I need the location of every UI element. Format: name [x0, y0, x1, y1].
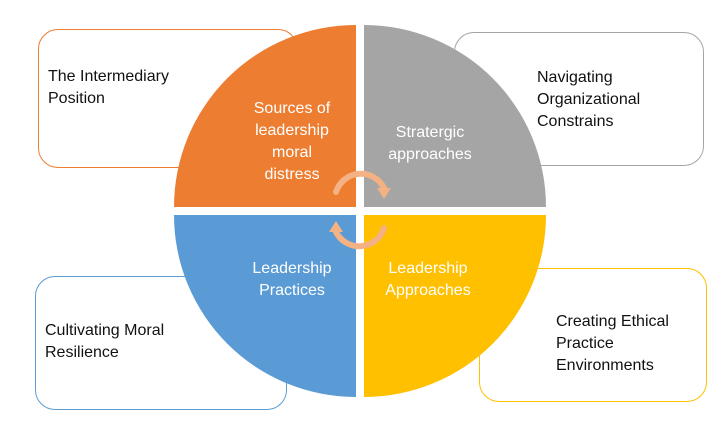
label-line: Practice [556, 335, 614, 352]
corner-box-label-creating-ethical-environments: Creating Ethical Practice Environments [556, 311, 669, 377]
quadrant-strategic-approaches [364, 25, 546, 207]
label-line: Organizational [537, 91, 641, 108]
corner-box-label-navigating-constraints: Navigating Organizational Constrains [537, 67, 640, 133]
quadrant-leadership-approaches [364, 215, 546, 397]
label-line: Creating Ethical [556, 313, 669, 330]
label-line: Position [48, 90, 105, 107]
quadrant-leadership-practices [174, 215, 356, 397]
quadrant-sources-of-distress [174, 25, 356, 207]
label-line: The Intermediary [48, 68, 169, 85]
label-line: Environments [556, 357, 654, 374]
label-line: Navigating [537, 69, 613, 86]
label-line: Cultivating Moral [45, 322, 165, 339]
corner-box-label-intermediary-position: The Intermediary Position [48, 66, 169, 110]
label-line: Constrains [537, 113, 614, 130]
label-line: Resilience [45, 344, 119, 361]
cycle-arrows-icon [333, 170, 387, 250]
arrowhead-icons [329, 188, 391, 232]
corner-box-label-cultivating-resilience: Cultivating Moral Resilience [45, 320, 164, 364]
